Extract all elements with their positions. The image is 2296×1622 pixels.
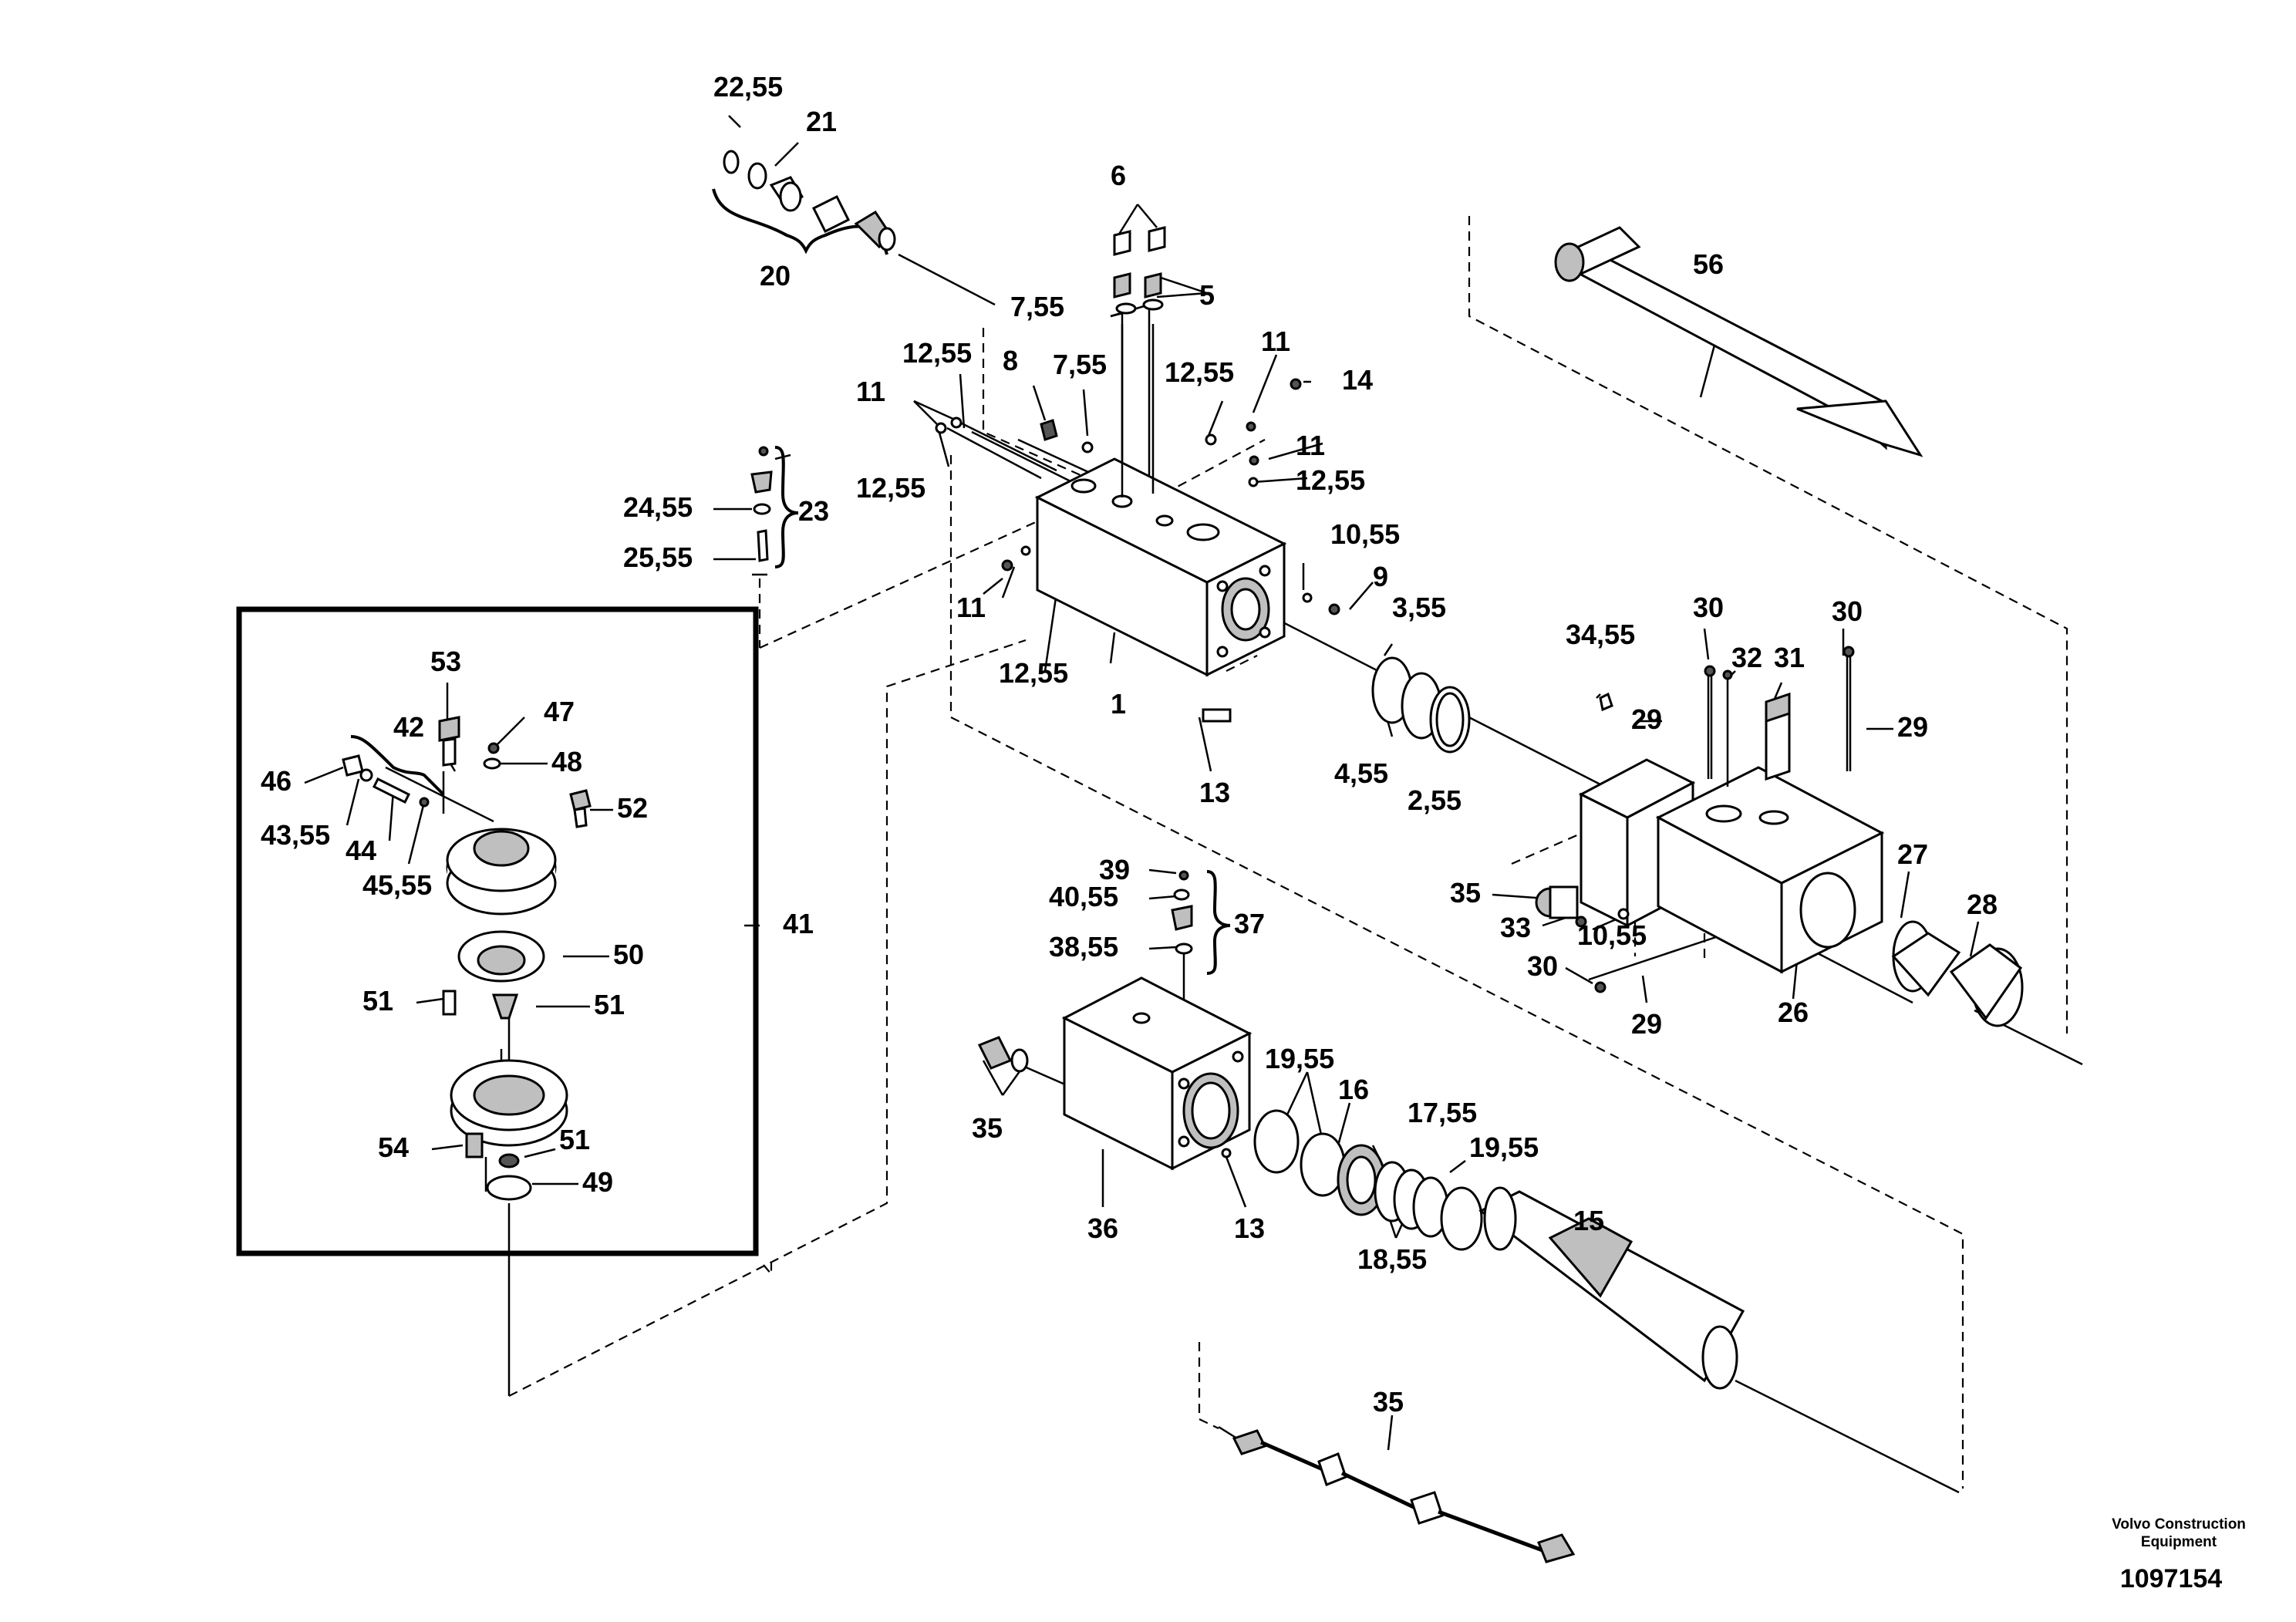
label-7-55b: 7,55 [1053, 349, 1107, 380]
label-12-55b: 12,55 [1165, 356, 1234, 388]
assembly-41-box [236, 606, 759, 1256]
brand-line-1: Volvo Construction [2112, 1516, 2246, 1533]
label-25-55: 25,55 [623, 541, 693, 573]
document-number: 1097154 [2120, 1564, 2222, 1593]
label-48: 48 [551, 746, 582, 777]
label-30c: 30 [1527, 950, 1558, 982]
label-11a: 11 [856, 376, 885, 407]
valve-block-1 [935, 226, 1340, 723]
label-21: 21 [806, 106, 837, 137]
label-56: 56 [1693, 248, 1724, 280]
label-30a: 30 [1693, 592, 1724, 623]
label-6: 6 [1111, 160, 1126, 191]
brand-block: Volvo Construction Equipment 1097154 [2112, 1516, 2246, 1593]
label-43-55: 43,55 [261, 819, 330, 851]
label-38-55: 38,55 [1049, 931, 1118, 963]
label-13b: 13 [1234, 1212, 1265, 1244]
label-19-55a: 19,55 [1265, 1043, 1334, 1074]
label-37: 37 [1234, 908, 1265, 939]
label-5: 5 [1199, 279, 1215, 311]
label-35a: 35 [1450, 877, 1481, 909]
label-44: 44 [346, 835, 376, 866]
label-26: 26 [1778, 996, 1809, 1028]
label-50: 50 [613, 939, 644, 970]
label-49: 49 [582, 1166, 613, 1198]
brand-line-2: Equipment [2141, 1534, 2217, 1550]
label-46: 46 [261, 765, 292, 797]
label-35c: 35 [1373, 1386, 1404, 1418]
label-41: 41 [783, 908, 814, 939]
label-10-55a: 10,55 [1330, 518, 1400, 550]
label-3-55: 3,55 [1392, 592, 1446, 623]
part-callout-labels: 22,55 21 20 6 5 7,55 8 7,55 12,55 12,55 … [261, 71, 1998, 1418]
chisel-56 [1554, 226, 1923, 457]
label-13a: 13 [1199, 777, 1230, 808]
label-28: 28 [1967, 889, 1998, 920]
label-1: 1 [1111, 688, 1126, 720]
label-24-55: 24,55 [623, 491, 693, 523]
label-54: 54 [378, 1131, 409, 1163]
label-19-55b: 19,55 [1469, 1131, 1539, 1163]
label-53: 53 [430, 646, 461, 677]
label-12-55c: 12,55 [1296, 464, 1365, 496]
label-51a: 51 [362, 985, 393, 1017]
label-7-55a: 7,55 [1010, 291, 1064, 322]
label-4-55: 4,55 [1334, 757, 1388, 789]
label-9: 9 [1373, 561, 1388, 592]
plug-group-23 [750, 446, 773, 562]
label-15: 15 [1573, 1205, 1604, 1236]
plug-group-37 [1171, 870, 1193, 1003]
label-51b: 51 [594, 989, 625, 1020]
seals-and-sleeve [1253, 1109, 1483, 1251]
label-18-55: 18,55 [1357, 1243, 1427, 1275]
label-20: 20 [760, 260, 791, 292]
seal-rings [1371, 656, 1471, 754]
label-11c: 11 [1296, 430, 1325, 461]
label-35b: 35 [972, 1112, 1003, 1144]
label-22-55: 22,55 [713, 71, 783, 103]
label-42: 42 [393, 711, 424, 743]
label-14: 14 [1342, 364, 1373, 396]
label-16: 16 [1338, 1074, 1369, 1105]
label-33: 33 [1500, 912, 1531, 943]
valve-block-36 [977, 976, 1253, 1171]
label-36: 36 [1087, 1212, 1118, 1244]
label-39: 39 [1099, 854, 1130, 885]
label-10-55b: 10,55 [1577, 919, 1647, 951]
label-12-55e: 12,55 [999, 657, 1068, 689]
label-40-55: 40,55 [1049, 881, 1118, 912]
label-30b: 30 [1832, 595, 1863, 627]
label-12-55a: 12,55 [902, 337, 972, 369]
label-47: 47 [544, 696, 575, 727]
label-31: 31 [1774, 642, 1805, 673]
label-45-55: 45,55 [362, 869, 432, 901]
label-29a: 29 [1631, 703, 1662, 735]
label-29c: 29 [1631, 1008, 1662, 1040]
label-2-55: 2,55 [1408, 784, 1462, 816]
label-8: 8 [1003, 345, 1018, 376]
label-29b: 29 [1897, 711, 1928, 743]
label-32: 32 [1731, 642, 1762, 673]
label-51c: 51 [559, 1124, 590, 1155]
label-11b: 11 [1261, 325, 1290, 357]
label-34-55: 34,55 [1566, 619, 1635, 650]
label-52: 52 [617, 792, 648, 824]
cable-35 [1232, 1429, 1576, 1563]
label-11d: 11 [956, 592, 986, 623]
label-12-55d: 12,55 [856, 472, 925, 504]
label-23: 23 [798, 495, 829, 527]
label-27: 27 [1897, 838, 1928, 870]
housing-26 [1535, 646, 2024, 1027]
valve-assembly-20 [723, 150, 896, 251]
piston-15 [1478, 1186, 1745, 1390]
label-17-55: 17,55 [1408, 1097, 1477, 1128]
